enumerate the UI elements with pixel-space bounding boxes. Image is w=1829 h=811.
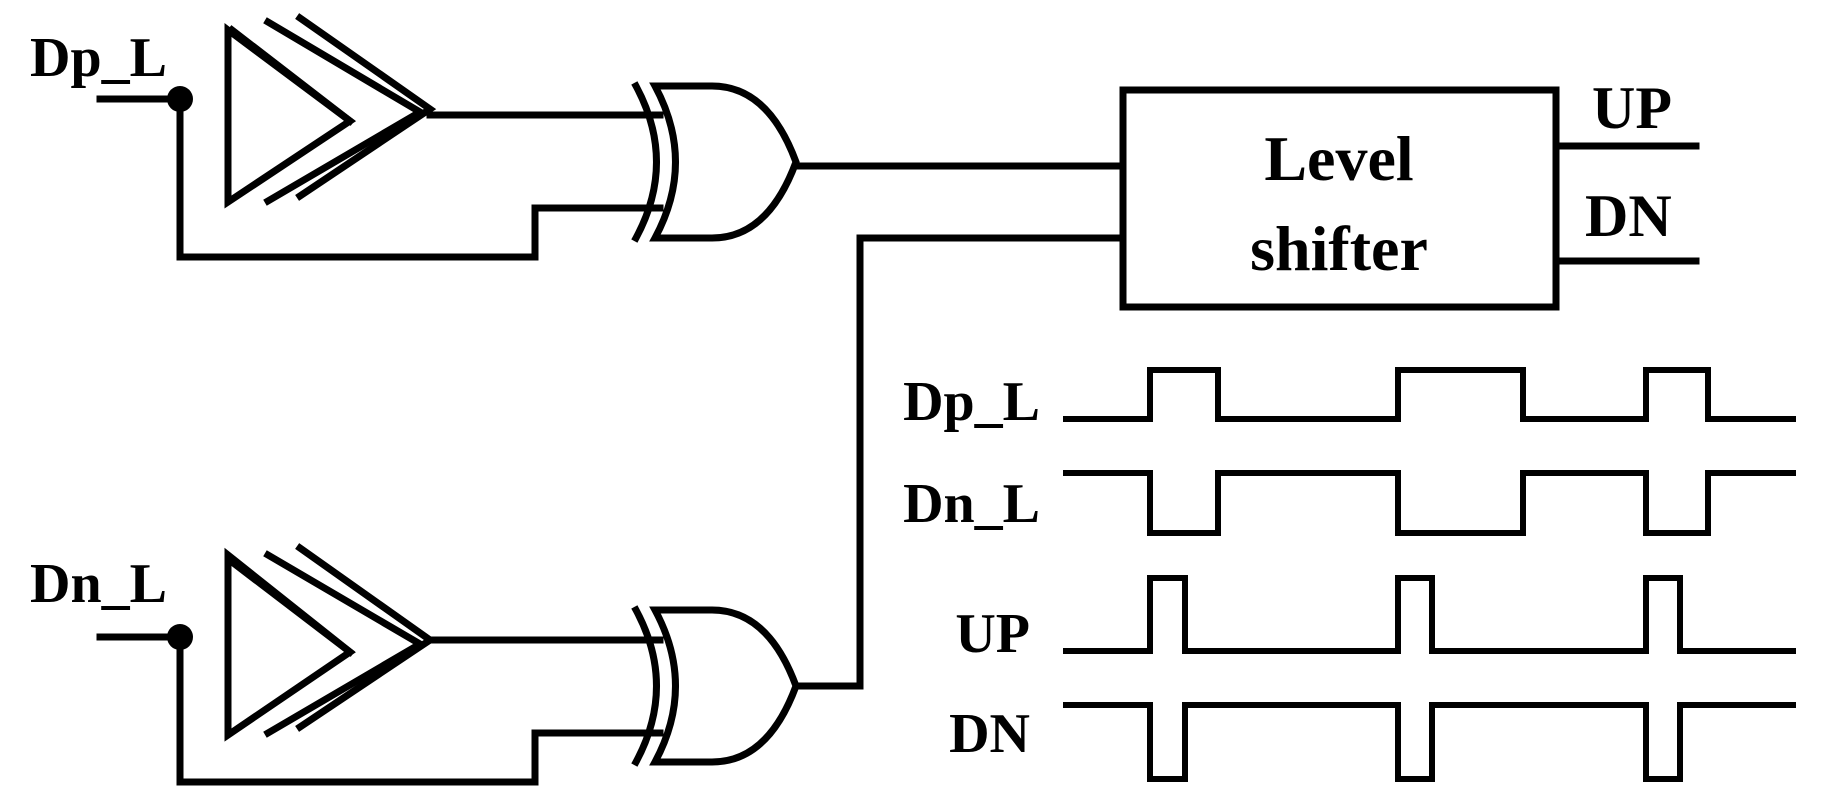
level-shifter-label-line1: Level: [1264, 123, 1413, 194]
waveform-dp-l: [1063, 367, 1796, 422]
delay-chain-dn: [224, 543, 437, 742]
output-label-up: UP: [1592, 75, 1672, 141]
delay-buffer-dn-main: [224, 547, 356, 742]
input-label-dn: Dn_L: [30, 553, 167, 615]
delay-chain-dp: [224, 13, 437, 209]
xor-gate-dn-body: [649, 606, 800, 766]
delay-buffer-dp-3: [295, 13, 437, 201]
timing-label-dn: DN: [949, 703, 1030, 765]
top-channel: Dp_L: [30, 13, 800, 261]
level-shifter-block: Level shifter: [1119, 86, 1560, 311]
timing-label-dp-l: Dp_L: [903, 371, 1040, 433]
delay-buffer-dp-main: [224, 23, 357, 209]
xor-gate-dn: [631, 605, 800, 767]
waveform-dn-l: [1063, 470, 1796, 536]
output-label-dn: DN: [1585, 183, 1672, 249]
level-shifter-box: [1119, 86, 1560, 311]
timing-label-dn-l: Dn_L: [903, 473, 1040, 535]
xor-gate-dn-back-curve: [631, 605, 660, 767]
xor-dn-to-level-shifter-wire: [792, 234, 1127, 690]
xor-gate-dp-body: [649, 82, 800, 242]
waveform-dn: [1063, 702, 1796, 782]
xor-gate-dp: [631, 81, 800, 243]
xor-gate-dp-back-curve: [631, 81, 660, 243]
timing-label-up: UP: [955, 603, 1030, 665]
bottom-channel: Dn_L: [30, 543, 800, 786]
level-shifter-label-line2: shifter: [1250, 213, 1428, 284]
waveform-up: [1063, 575, 1796, 654]
feedback-wire-dp: [176, 95, 664, 261]
feedback-wire-dn: [176, 633, 664, 786]
input-label-dp: Dp_L: [30, 27, 167, 89]
timing-diagram: Dp_L Dn_L UP DN: [903, 367, 1796, 782]
